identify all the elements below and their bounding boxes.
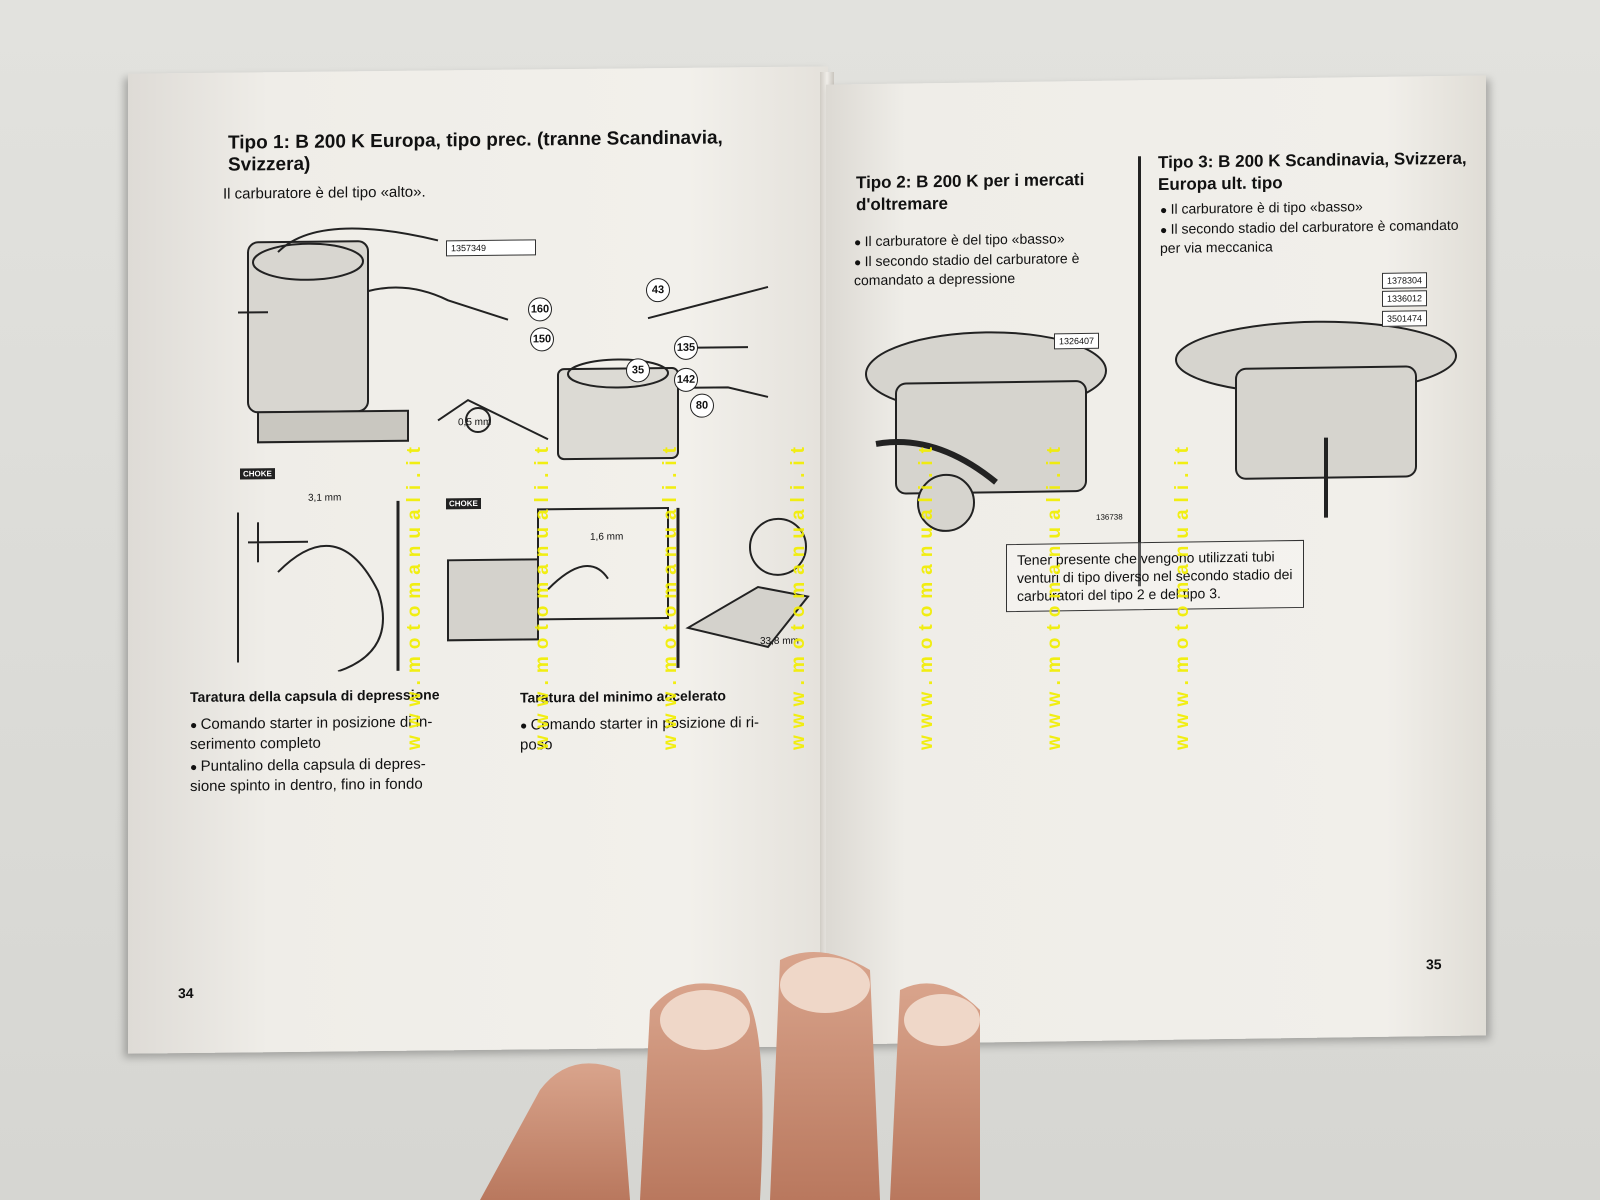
- watermark-6: www.motomanuali.it: [1044, 440, 1065, 751]
- part-number-150: 150: [530, 327, 554, 352]
- type3-tag-2: 1336012: [1382, 290, 1428, 307]
- dimension-3-1mm: 3,1 mm: [308, 492, 342, 504]
- carburetor-diagram: [237, 227, 810, 673]
- choke-label-a: CHOKE: [240, 468, 275, 480]
- watermark-7: www.motomanuali.it: [1172, 440, 1193, 751]
- part-number-160: 160: [528, 297, 552, 322]
- type3-tag-1: 1378304: [1382, 272, 1428, 289]
- watermark-2: www.motomanuali.it: [532, 440, 553, 751]
- part-tag: 1357349: [446, 239, 536, 257]
- watermark-3: www.motomanuali.it: [660, 440, 681, 751]
- type2-title: Tipo 2: B 200 K per i mercati d'oltremar…: [856, 170, 1085, 215]
- part-number-43: 43: [646, 277, 670, 303]
- type2-part-tag: 1326407: [1054, 332, 1100, 350]
- type3-title: Tipo 3: B 200 K Scandinavia, Svizzera, E…: [1158, 148, 1467, 194]
- section-vacuum-title: Taratura della capsula di depressione: [190, 686, 440, 706]
- section-vacuum-bullet-1: Comando starter in posizione di in- seri…: [190, 712, 500, 755]
- left-page-subtitle: Il carburatore è del tipo «alto».: [223, 183, 426, 203]
- carburetor-illustrations: [865, 320, 1457, 532]
- section-vacuum-bullet-2: Puntalino della capsula di depres- sione…: [190, 754, 500, 797]
- page-number-right: 35: [1426, 956, 1442, 973]
- type3-tag-3: 3501474: [1382, 310, 1428, 327]
- watermark-1: www.motomanuali.it: [404, 440, 425, 751]
- right-page: Tipo 2: B 200 K per i mercati d'oltremar…: [826, 75, 1486, 1045]
- dimension-1-6mm: 1,6 mm: [590, 531, 624, 543]
- left-page-title: Tipo 1: B 200 K Europa, tipo prec. (tran…: [228, 127, 723, 176]
- page-number-left: 34: [178, 984, 194, 1002]
- part-number-142: 142: [674, 367, 698, 392]
- part-number-35: 35: [626, 358, 650, 383]
- open-manual: Tipo 1: B 200 K Europa, tipo prec. (tran…: [120, 62, 1490, 1062]
- watermark-4: www.motomanuali.it: [788, 440, 809, 751]
- left-page: Tipo 1: B 200 K Europa, tipo prec. (tran…: [128, 66, 828, 1054]
- type2-figure-number: 136738: [1096, 512, 1123, 522]
- part-number-135: 135: [674, 335, 698, 360]
- hand: [480, 952, 980, 1200]
- type3-bullet-2: Il secondo stadio del carburatore è coma…: [1160, 216, 1460, 257]
- type2-bullet-1: Il carburatore è del tipo «basso»: [854, 228, 1144, 251]
- watermark-5: www.motomanuali.it: [916, 440, 937, 751]
- choke-label-b: CHOKE: [446, 497, 481, 510]
- type2-bullet-2: Il secondo stadio del carburatore è coma…: [854, 248, 1144, 289]
- part-number-80: 80: [690, 393, 714, 418]
- dimension-0-5mm: 0,5 mm: [458, 416, 492, 429]
